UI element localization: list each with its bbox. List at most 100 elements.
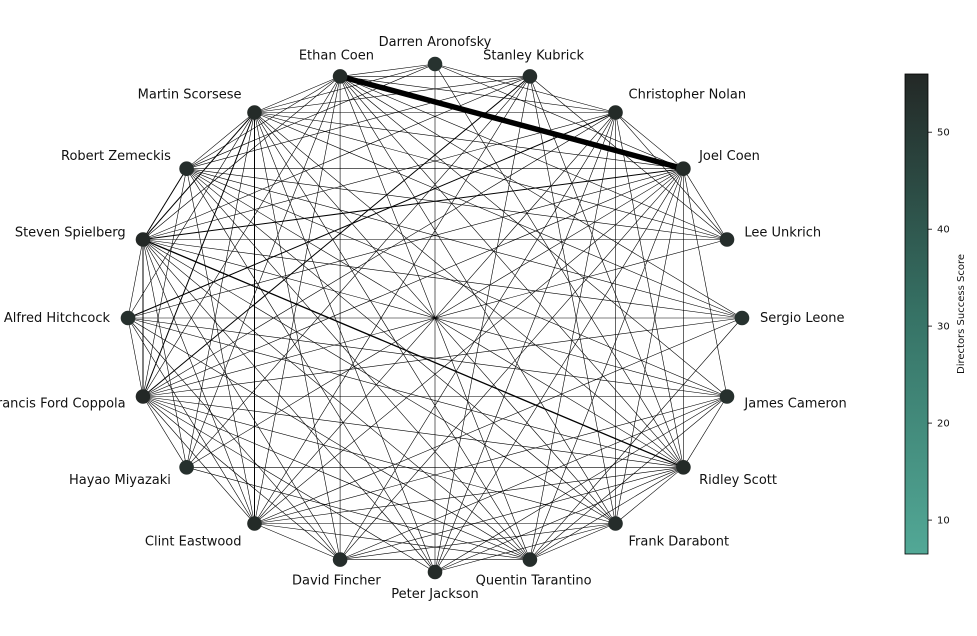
edge-alfred-hitchcock-clint-eastwood bbox=[127, 317, 255, 524]
edge-ethan-coen-james-cameron bbox=[339, 76, 728, 397]
node-label-james-cameron: James Cameron bbox=[743, 396, 846, 411]
edge-francis-ford-coppola-stanley-kubrick bbox=[142, 76, 531, 397]
edge-ridley-scott-darren-aronofsky bbox=[434, 63, 684, 468]
edge-quentin-tarantino-james-cameron bbox=[529, 396, 728, 560]
edge-david-fincher-james-cameron bbox=[339, 396, 728, 560]
edge-lee-unkrich-ethan-coen bbox=[339, 76, 728, 240]
node-clint-eastwood bbox=[247, 516, 262, 531]
edge-ridley-scott-james-cameron bbox=[683, 396, 728, 468]
edge-ethan-coen-steven-spielberg bbox=[142, 76, 341, 240]
edge-francis-ford-coppola-frank-darabont bbox=[142, 396, 616, 524]
edge-francis-ford-coppola-quentin-tarantino bbox=[142, 396, 531, 560]
edge-clint-eastwood-quentin-tarantino bbox=[254, 523, 530, 560]
edge-francis-ford-coppola-clint-eastwood bbox=[142, 396, 255, 524]
node-label-steven-spielberg: Steven Spielberg bbox=[15, 226, 126, 241]
node-label-peter-jackson: Peter Jackson bbox=[391, 587, 478, 602]
edge-steven-spielberg-peter-jackson bbox=[142, 239, 436, 573]
node-label-ridley-scott: Ridley Scott bbox=[699, 473, 777, 488]
edge-ethan-coen-frank-darabont bbox=[339, 76, 616, 524]
edge-martin-scorsese-robert-zemeckis bbox=[186, 112, 255, 169]
edge-darren-aronofsky-christopher-nolan bbox=[434, 63, 616, 113]
edge-david-fincher-frank-darabont bbox=[340, 523, 616, 560]
edge-peter-jackson-joel-coen bbox=[434, 168, 684, 573]
edge-darren-aronofsky-robert-zemeckis bbox=[186, 63, 436, 169]
node-label-darren-aronofsky: Darren Aronofsky bbox=[379, 35, 492, 50]
edge-christopher-nolan-david-fincher bbox=[339, 112, 616, 560]
edge-peter-jackson-james-cameron bbox=[434, 396, 728, 573]
edge-francis-ford-coppola-david-fincher bbox=[142, 396, 341, 560]
edge-ethan-coen-ridley-scott bbox=[339, 76, 684, 468]
node-david-fincher bbox=[332, 552, 348, 567]
edge-hayao-miyazaki-stanley-kubrick bbox=[186, 76, 531, 468]
edge-peter-jackson-ridley-scott bbox=[434, 467, 684, 573]
edge-steven-spielberg-clint-eastwood bbox=[142, 239, 255, 524]
edge-alfred-hitchcock-francis-ford-coppola bbox=[127, 317, 144, 397]
edge-stanley-kubrick-martin-scorsese bbox=[254, 76, 530, 113]
edge-steven-spielberg-frank-darabont bbox=[142, 239, 616, 524]
edge-sergio-leone-clint-eastwood bbox=[254, 317, 743, 524]
edge-steven-spielberg-david-fincher bbox=[142, 239, 341, 560]
edge-james-cameron-joel-coen bbox=[683, 168, 728, 397]
node-label-clint-eastwood: Clint Eastwood bbox=[145, 534, 242, 549]
edge-martin-scorsese-david-fincher bbox=[254, 112, 341, 560]
node-label-christopher-nolan: Christopher Nolan bbox=[629, 88, 747, 103]
node-label-francis-ford-coppola: Francis Ford Coppola bbox=[0, 396, 126, 411]
edge-steven-spielberg-hayao-miyazaki bbox=[142, 239, 187, 468]
edge-robert-zemeckis-quentin-tarantino bbox=[186, 168, 531, 560]
edge-sergio-leone-francis-ford-coppola bbox=[142, 317, 743, 397]
edges-layer bbox=[127, 63, 743, 573]
edge-sergio-leone-martin-scorsese bbox=[254, 112, 743, 319]
edge-stanley-kubrick-clint-eastwood bbox=[254, 76, 531, 524]
node-label-robert-zemeckis: Robert Zemeckis bbox=[61, 149, 171, 164]
edge-robert-zemeckis-frank-darabont bbox=[186, 168, 616, 524]
node-peter-jackson bbox=[427, 564, 443, 580]
colorbar-tick-label-50: 50 bbox=[937, 128, 950, 139]
edge-clint-eastwood-ridley-scott bbox=[254, 467, 684, 524]
edge-lee-unkrich-joel-coen bbox=[683, 168, 728, 240]
edge-sergio-leone-steven-spielberg bbox=[142, 239, 743, 319]
node-quentin-tarantino bbox=[522, 552, 538, 567]
node-label-stanley-kubrick: Stanley Kubrick bbox=[483, 49, 584, 64]
edge-martin-scorsese-peter-jackson bbox=[254, 112, 436, 573]
node-christopher-nolan bbox=[608, 105, 623, 120]
edge-peter-jackson-christopher-nolan bbox=[434, 112, 616, 573]
node-hayao-miyazaki bbox=[179, 460, 194, 475]
edge-alfred-hitchcock-james-cameron bbox=[127, 317, 728, 397]
edge-hayao-miyazaki-quentin-tarantino bbox=[186, 467, 530, 560]
node-alfred-hitchcock bbox=[120, 310, 136, 326]
node-label-frank-darabont: Frank Darabont bbox=[629, 534, 730, 549]
edge-martin-scorsese-ridley-scott bbox=[254, 112, 684, 468]
node-label-alfred-hitchcock: Alfred Hitchcock bbox=[4, 311, 111, 326]
edge-francis-ford-coppola-hayao-miyazaki bbox=[142, 396, 187, 468]
edge-alfred-hitchcock-quentin-tarantino bbox=[127, 317, 531, 560]
edge-francis-ford-coppola-ridley-scott bbox=[142, 396, 684, 468]
edge-peter-jackson-frank-darabont bbox=[434, 523, 616, 573]
edge-alfred-hitchcock-david-fincher bbox=[127, 317, 341, 560]
edge-ethan-coen-clint-eastwood bbox=[254, 76, 341, 524]
edge-quentin-tarantino-joel-coen bbox=[529, 168, 684, 560]
edge-joel-coen-clint-eastwood bbox=[254, 168, 684, 524]
edge-stanley-kubrick-steven-spielberg bbox=[142, 76, 531, 240]
edge-lee-unkrich-stanley-kubrick bbox=[529, 76, 728, 240]
node-label-lee-unkrich: Lee Unkrich bbox=[744, 226, 821, 241]
edge-stanley-kubrick-ridley-scott bbox=[529, 76, 684, 468]
edge-ethan-coen-francis-ford-coppola bbox=[142, 76, 341, 397]
node-joel-coen bbox=[676, 161, 691, 176]
edge-alfred-hitchcock-ridley-scott bbox=[127, 317, 684, 468]
edge-francis-ford-coppola-christopher-nolan bbox=[142, 112, 616, 397]
edge-stanley-kubrick-frank-darabont bbox=[529, 76, 616, 524]
node-label-martin-scorsese: Martin Scorsese bbox=[138, 88, 242, 103]
node-frank-darabont bbox=[608, 516, 623, 531]
node-label-quentin-tarantino: Quentin Tarantino bbox=[476, 574, 592, 589]
edge-alfred-hitchcock-christopher-nolan bbox=[127, 112, 616, 319]
edge-sergio-leone-robert-zemeckis bbox=[186, 168, 743, 319]
edge-lee-unkrich-martin-scorsese bbox=[254, 112, 728, 240]
edge-steven-spielberg-ridley-scott bbox=[142, 238, 684, 468]
edge-christopher-nolan-quentin-tarantino bbox=[529, 112, 616, 560]
edge-steven-spielberg-joel-coen bbox=[142, 168, 684, 240]
edge-clint-eastwood-james-cameron bbox=[254, 396, 728, 524]
edge-steven-spielberg-quentin-tarantino bbox=[142, 239, 531, 560]
node-label-joel-coen: Joel Coen bbox=[698, 149, 760, 164]
